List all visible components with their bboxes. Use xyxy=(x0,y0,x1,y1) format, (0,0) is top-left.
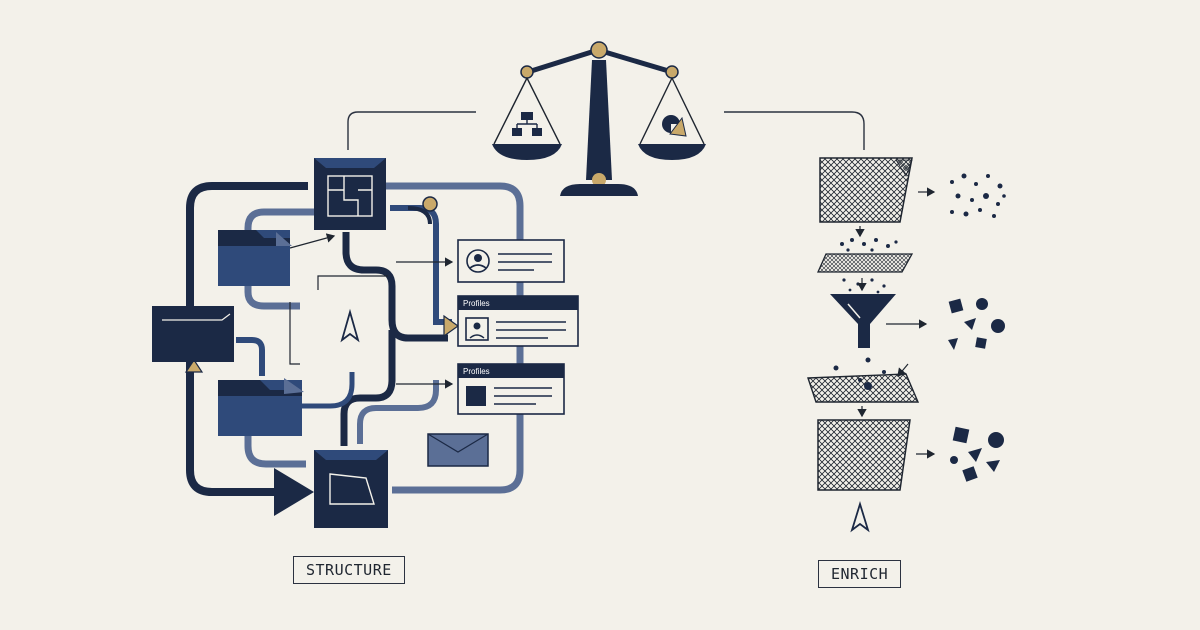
joint-arrow xyxy=(443,314,460,338)
output-shapes xyxy=(950,426,1004,482)
joint-node xyxy=(422,196,438,212)
enrich-label: ENRICH xyxy=(818,560,902,588)
cursor-icon xyxy=(340,308,360,343)
bottom-module xyxy=(314,450,388,528)
mesh-icon xyxy=(819,157,913,223)
mesh-icon xyxy=(807,373,920,403)
joint-arrow xyxy=(184,358,204,373)
top-module xyxy=(314,158,386,230)
structure-network xyxy=(186,182,524,516)
enrich-pipeline xyxy=(807,157,1006,533)
scale-icon xyxy=(492,41,706,196)
avatar-icon xyxy=(466,249,490,273)
mesh-icon xyxy=(817,419,911,491)
hierarchy-icon xyxy=(512,112,542,136)
mesh-icon xyxy=(816,253,914,273)
profile-card: Profiles xyxy=(457,295,579,347)
folder-icon xyxy=(218,378,304,436)
profile-card xyxy=(457,239,565,283)
structure-label: STRUCTURE xyxy=(293,556,405,584)
funnel-icon xyxy=(830,294,896,348)
output-dots xyxy=(950,173,1006,218)
folder-icon xyxy=(218,230,292,286)
pie-icon xyxy=(662,115,687,137)
card-header-text: Profiles xyxy=(463,367,490,376)
avatar-icon xyxy=(465,317,489,341)
profile-card: Profiles xyxy=(457,363,565,415)
folder-icon xyxy=(152,306,234,362)
scale-connectors xyxy=(347,111,865,150)
card-header-text: Profiles xyxy=(463,299,490,308)
cursor-icon xyxy=(850,500,870,533)
output-shapes xyxy=(948,298,1005,350)
